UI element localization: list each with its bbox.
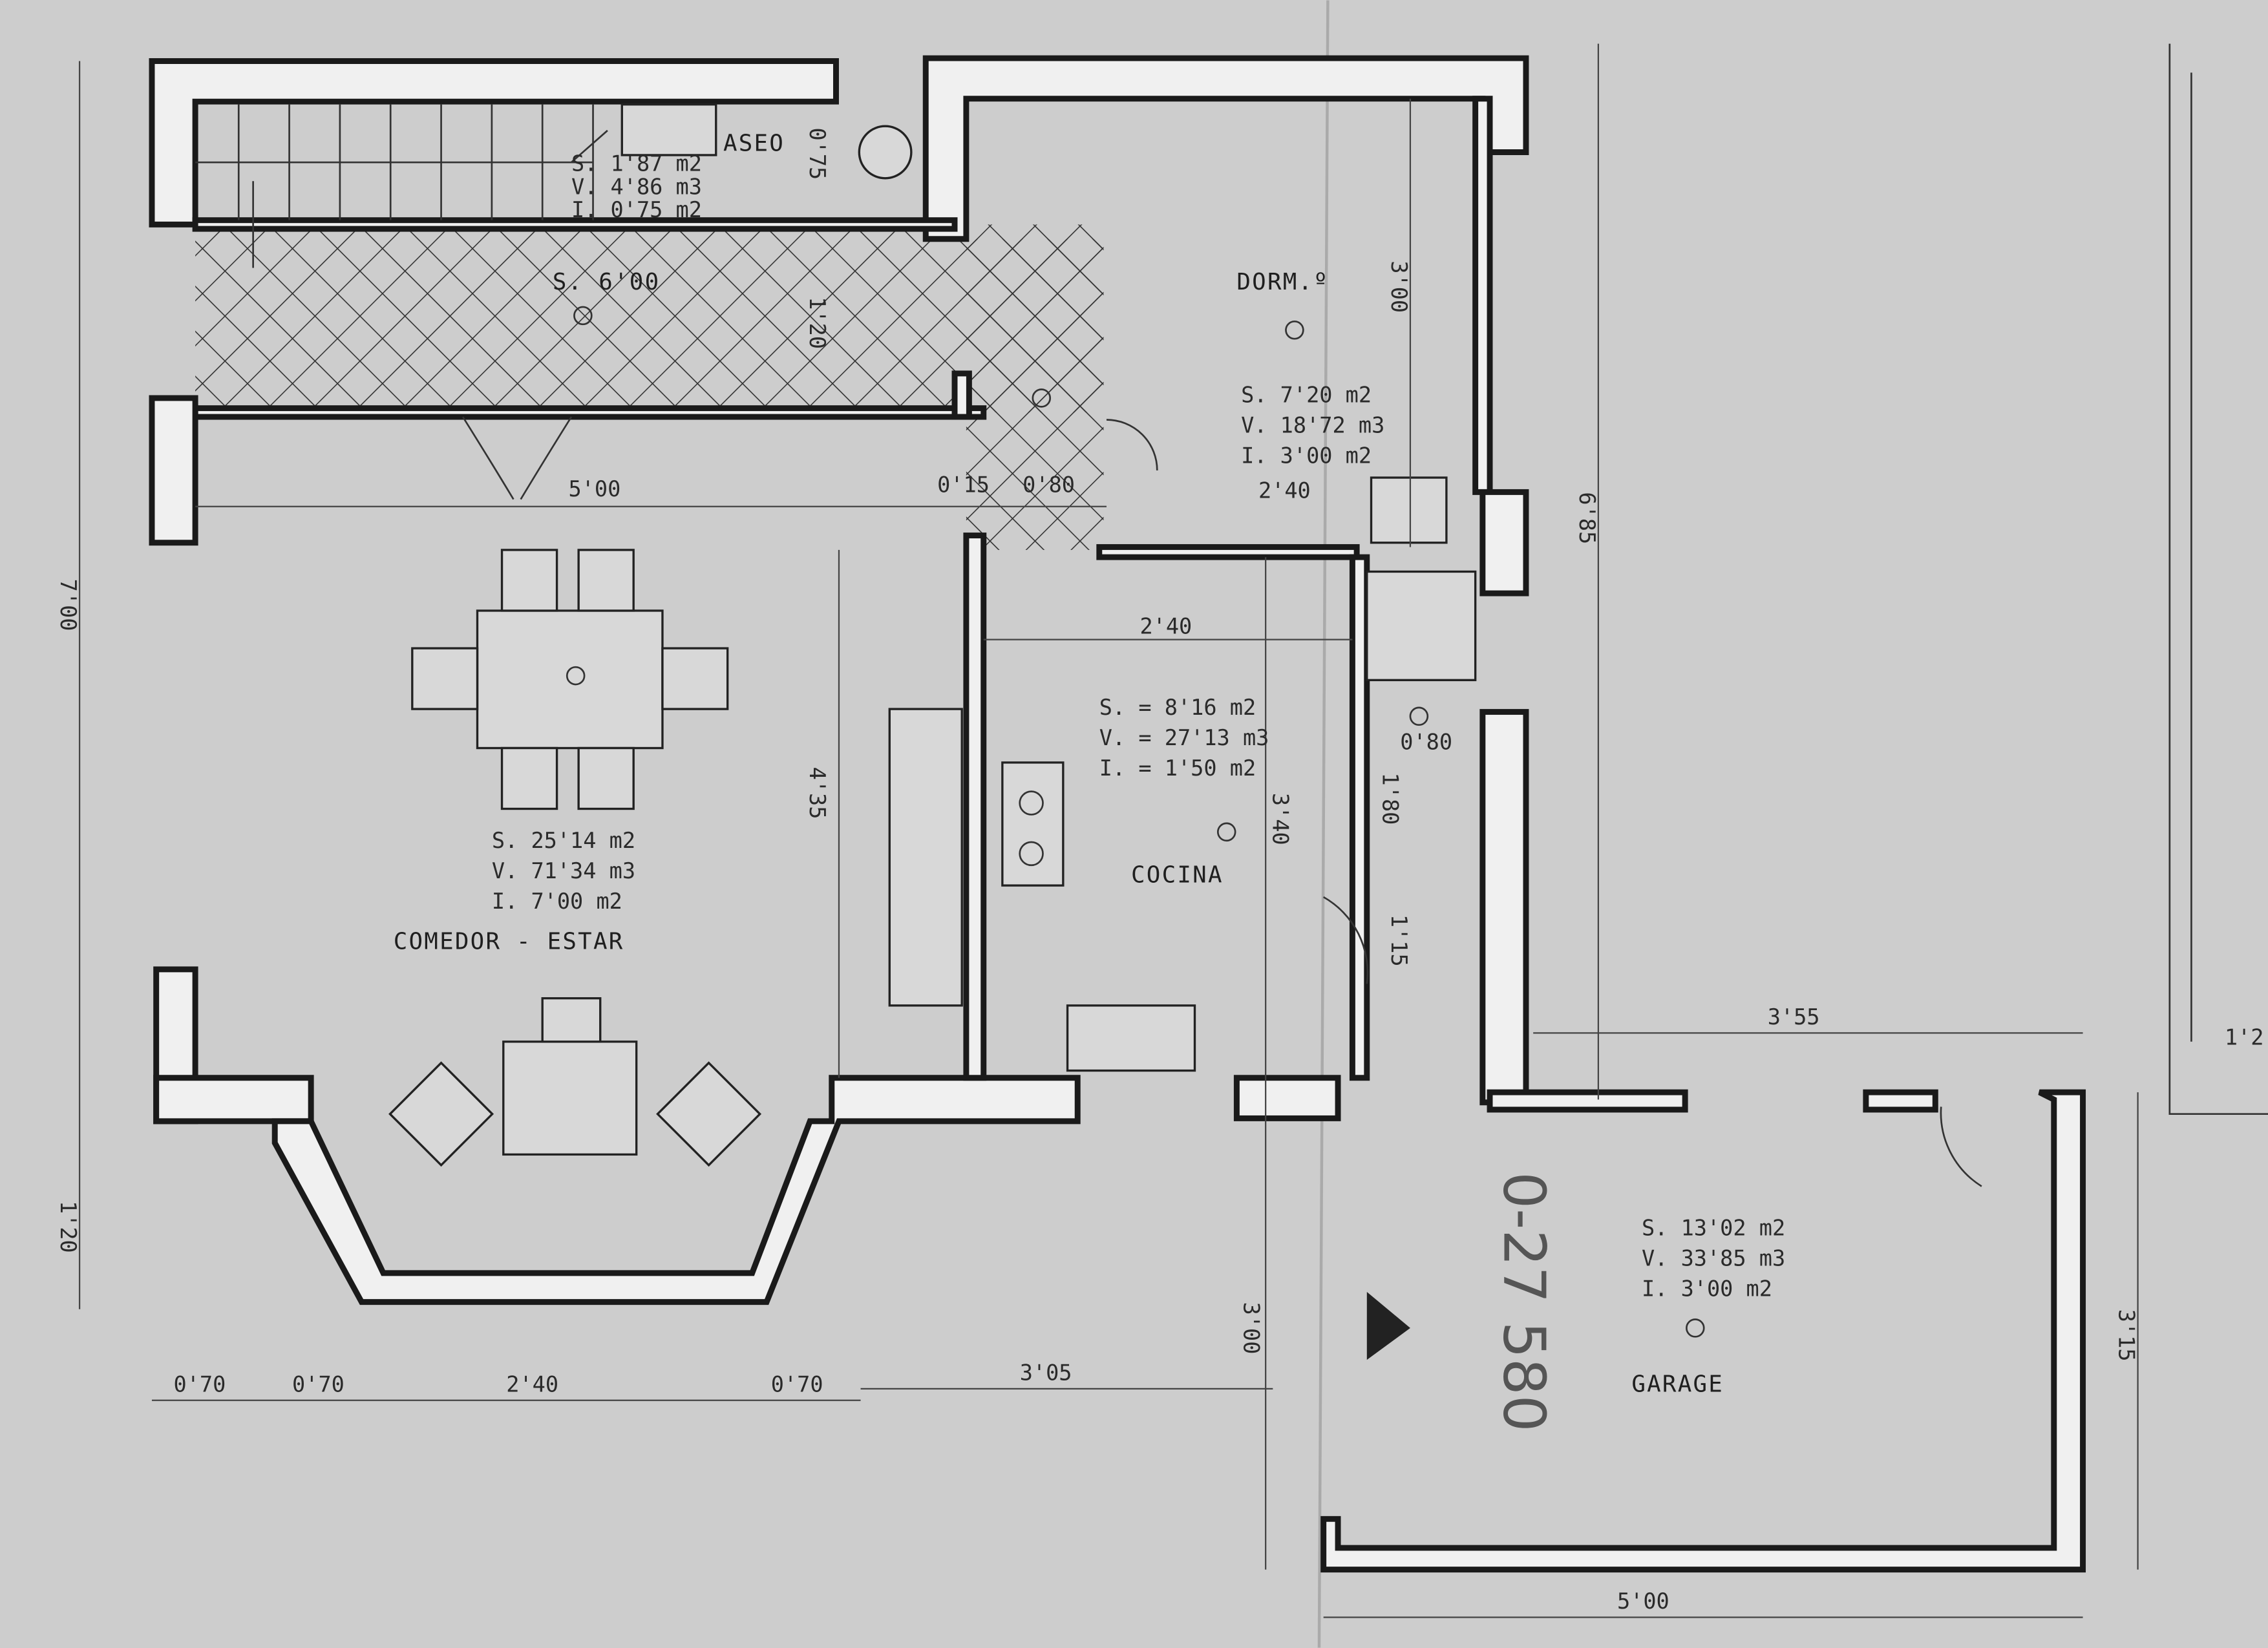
- dorm-surface: S. 7'20 m2: [1241, 383, 1372, 408]
- comedor-lighting: I. 7'00 m2: [492, 889, 622, 914]
- paper-fold: [1317, 0, 1330, 1648]
- hall-surface: S. 6'00: [553, 269, 661, 295]
- bathtub: [620, 103, 717, 156]
- staircase: [195, 104, 608, 268]
- cocina-label: COCINA: [1131, 862, 1224, 889]
- dim-text: 0'80: [1400, 730, 1452, 755]
- handwritten-annotation: 0-27 580: [1490, 1172, 1557, 1431]
- cocina-lighting: I. = 1'50 m2: [1099, 755, 1256, 781]
- dim-text: 3'05: [1020, 1360, 1072, 1385]
- comedor-volume: V. 71'34 m3: [492, 858, 635, 883]
- dim-text: 3'00: [1239, 1302, 1264, 1355]
- dim-text: 1'15: [1386, 914, 1412, 967]
- dim-text: 4'35: [805, 767, 830, 819]
- cocina-volume: V. = 27'13 m3: [1099, 725, 1269, 750]
- dim-text: 0'80: [1023, 472, 1075, 497]
- comedor-label: COMEDOR - ESTAR: [394, 929, 624, 955]
- garage-surface: S. 13'02 m2: [1642, 1216, 1785, 1241]
- dining-table: [411, 549, 729, 810]
- walls: [149, 55, 2086, 1573]
- garage-volume: V. 33'85 m3: [1642, 1246, 1785, 1271]
- dimension-labels: 0'75 1'20 3'00 5'00 0'15 0'80 2'40 6'85 …: [56, 127, 2263, 1614]
- adjacent-drawing-fragment: [2168, 43, 2268, 1115]
- dim-text: 3'55: [1768, 1004, 1820, 1030]
- dim-text: 2'40: [1139, 614, 1192, 639]
- dim-text: 1'80: [1377, 773, 1403, 825]
- cocina-surface: S. = 8'16 m2: [1099, 695, 1256, 720]
- dim-text: 3'15: [2114, 1309, 2139, 1362]
- garage-label: GARAGE: [1631, 1371, 1724, 1397]
- aseo-volume: V. 4'86 m3: [571, 174, 702, 199]
- dorm-lighting: I. 3'00 m2: [1241, 443, 1372, 469]
- dim-text: 2'40: [1258, 478, 1311, 503]
- aseo-label: ASEO: [723, 130, 785, 156]
- dim-text: 2'40: [506, 1371, 558, 1397]
- kitchen-fixtures: [1001, 476, 1477, 1072]
- door-swings: [461, 416, 1982, 1187]
- dim-text: 0'75: [805, 127, 830, 180]
- dorm-volume: V. 18'72 m3: [1241, 413, 1384, 438]
- hall-floor-hatch: [195, 224, 1103, 413]
- dim-text: 3'00: [1386, 260, 1412, 313]
- dim-text: 0'70: [292, 1371, 344, 1397]
- entrance-arrow-icon: [1366, 1291, 1410, 1360]
- aseo-lighting: I. 0'75 m2: [571, 197, 702, 222]
- aseo-surface: S. 1'87 m2: [571, 151, 702, 176]
- toilet: [858, 125, 913, 180]
- passage-floor-hatch: [966, 238, 1104, 550]
- dim-text: 1'2: [2225, 1024, 2264, 1050]
- dim-text: 7'00: [56, 579, 81, 631]
- dim-text: 5'00: [1617, 1589, 1669, 1614]
- dim-text: 0'15: [937, 472, 990, 497]
- comedor-surface: S. 25'14 m2: [492, 828, 635, 853]
- dim-text: 1'20: [805, 297, 830, 349]
- living-furniture: [388, 708, 963, 1167]
- center-markers: [566, 306, 1705, 1338]
- dim-text: 5'00: [568, 476, 620, 502]
- dim-text: 0'70: [174, 1371, 226, 1397]
- dim-text: 6'85: [1574, 492, 1600, 544]
- dorm-label: DORM.º: [1236, 269, 1329, 295]
- dim-text: 1'20: [56, 1201, 81, 1253]
- garage-lighting: I. 3'00 m2: [1642, 1276, 1772, 1302]
- dim-text: 0'70: [771, 1371, 823, 1397]
- dim-text: 3'40: [1267, 793, 1293, 845]
- dimension-lines: [78, 43, 2139, 1618]
